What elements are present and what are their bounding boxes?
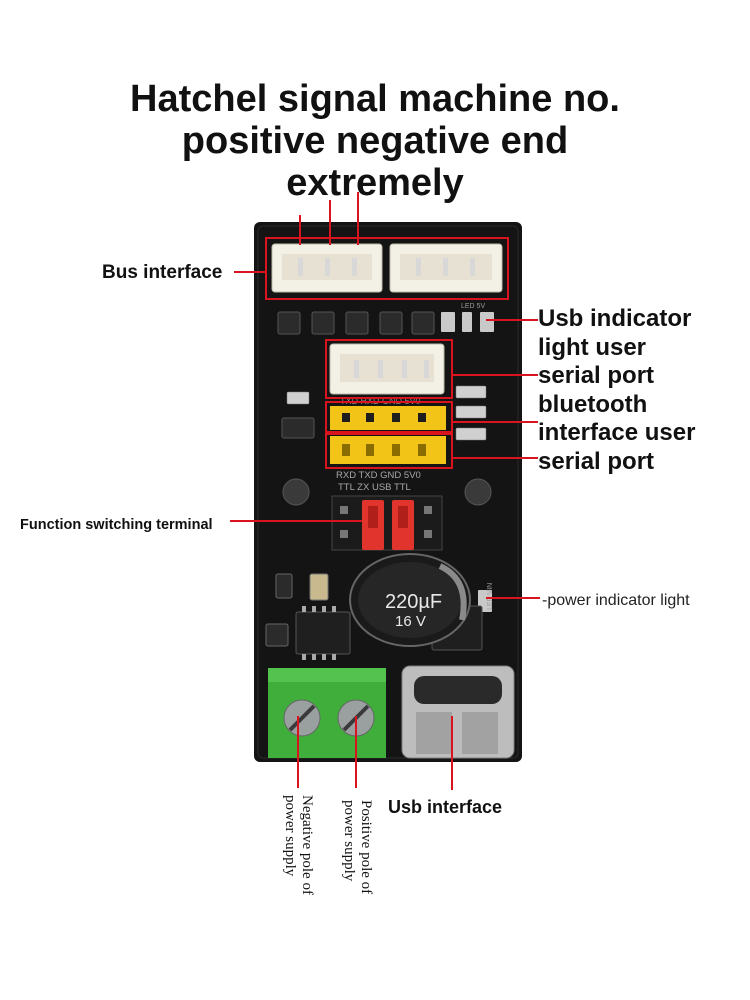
silk-pin-labels-1: RXD TXD GND 5V0 — [336, 470, 421, 481]
label-positive-pole-line-2: power supply — [341, 800, 357, 882]
capacitor-value: 220µF — [385, 591, 442, 613]
label-power-indicator: -power indicator light — [542, 592, 690, 609]
yellow-header-upper — [330, 406, 446, 430]
title: Hatchel signal machine no. positive nega… — [40, 78, 710, 204]
bus-connector-right — [389, 243, 503, 293]
usb-c-port — [401, 665, 515, 759]
serial-connector — [329, 343, 445, 395]
title-line-1: Hatchel signal machine no. — [130, 78, 620, 120]
capacitor-voltage: 16 V — [395, 613, 426, 630]
electrolytic-capacitor: 220µF 16 V — [349, 553, 471, 647]
label-right-line-2: light user — [538, 333, 647, 361]
label-positive-pole: Positive pole of power supply — [340, 800, 374, 894]
title-line-2: positive negative end — [181, 120, 569, 162]
callout-bus-box — [265, 237, 509, 300]
title-line-3: extremely — [286, 162, 464, 204]
label-right-line-6: serial port — [538, 447, 655, 475]
label-negative-pole-line-1: Negative pole of — [299, 795, 315, 895]
power-terminal-block — [268, 668, 386, 758]
label-negative-pole-line-2: power supply — [282, 795, 298, 877]
label-right-line-3: serial port — [538, 362, 655, 389]
label-usb-interface: Usb interface — [388, 797, 503, 817]
silk-led-5v: LED 5V — [461, 303, 485, 310]
silk-pin-labels-2: TTL ZX USB TTL — [338, 482, 411, 493]
label-usb-indicator-serial-bluetooth: Usb indicator light user serial port blu… — [538, 305, 695, 476]
bus-connector-left — [271, 243, 383, 293]
label-right-line-1: Usb indicator — [538, 305, 692, 332]
callout-header-box-upper — [325, 401, 453, 433]
yellow-header-lower — [330, 436, 446, 464]
label-function-switching: Function switching terminal — [20, 517, 213, 533]
label-right-line-4: bluetooth — [538, 390, 648, 418]
callout-header-box-lower — [325, 433, 453, 469]
mounting-hole-right — [464, 478, 492, 506]
label-negative-pole: Negative pole of power supply — [281, 795, 315, 895]
mounting-hole-left — [282, 478, 310, 506]
silk-led-vin: LED VIN — [487, 583, 494, 610]
function-switch-jumpers — [331, 495, 443, 551]
label-right-line-5: interface user — [538, 419, 696, 446]
callout-serial-box — [325, 339, 453, 399]
label-bus-interface: Bus interface — [102, 262, 223, 283]
label-positive-pole-line-1: Positive pole of — [358, 800, 374, 895]
